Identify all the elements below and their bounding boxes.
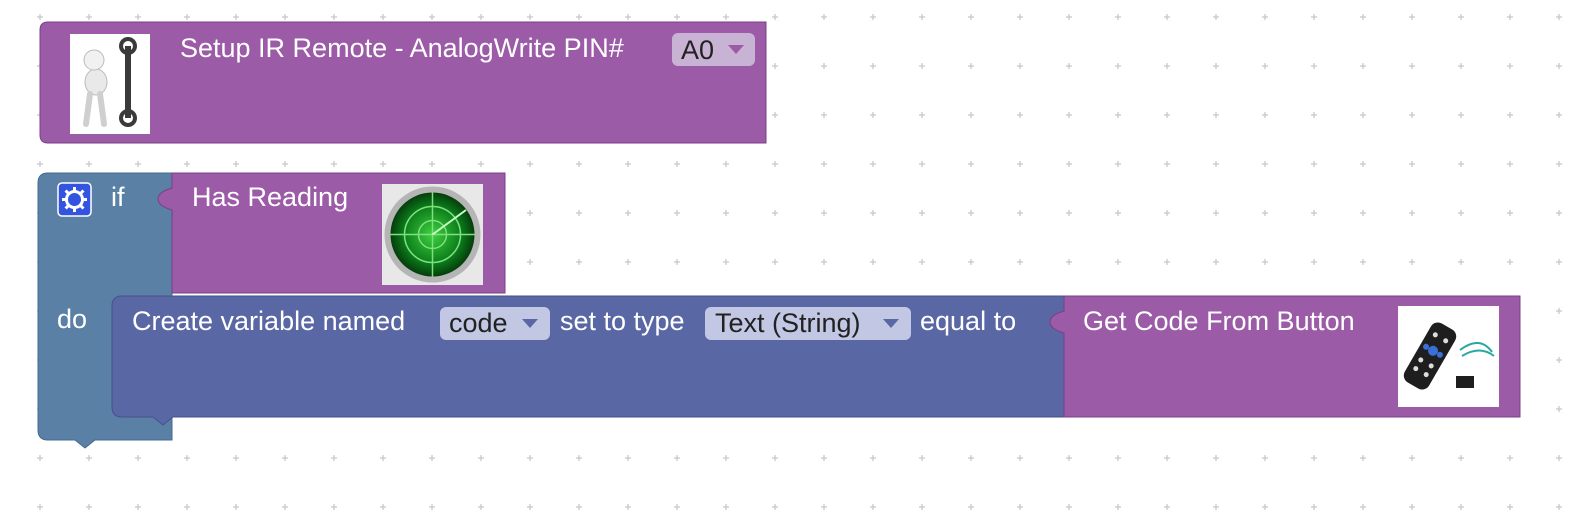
type-dropdown[interactable]: Text (String) [705, 307, 911, 340]
get-code-label: Get Code From Button [1083, 306, 1355, 336]
has-reading-label: Has Reading [192, 182, 348, 212]
get-code-block[interactable]: Get Code From Button [1049, 295, 1521, 418]
ir-remote-icon [1398, 306, 1499, 407]
setup-ir-remote-block[interactable]: Setup IR Remote - AnalogWrite PIN# A0 [39, 21, 767, 144]
pin-dropdown[interactable]: A0 [672, 33, 755, 66]
chevron-down-icon [883, 319, 899, 328]
variable-name-value: code [449, 308, 508, 338]
chevron-down-icon [728, 45, 744, 54]
create-variable-block[interactable]: Create variable named code set to type T… [111, 295, 1065, 426]
pin-dropdown-value: A0 [681, 35, 714, 65]
variable-name-dropdown[interactable]: code [440, 307, 550, 340]
gear-icon[interactable] [57, 182, 92, 217]
set-to-type-label: set to type [560, 306, 685, 336]
chevron-down-icon [522, 319, 538, 328]
radar-icon [382, 184, 483, 285]
create-variable-label: Create variable named [132, 306, 405, 336]
person-with-wrench-icon [70, 34, 150, 134]
if-do-block[interactable]: if do [37, 172, 173, 449]
equal-to-label: equal to [920, 306, 1016, 336]
type-dropdown-value: Text (String) [715, 308, 861, 338]
has-reading-block[interactable]: Has Reading [157, 172, 506, 294]
do-label: do [57, 304, 87, 334]
setup-block-label: Setup IR Remote - AnalogWrite PIN# [180, 33, 624, 63]
if-label: if [111, 182, 125, 212]
